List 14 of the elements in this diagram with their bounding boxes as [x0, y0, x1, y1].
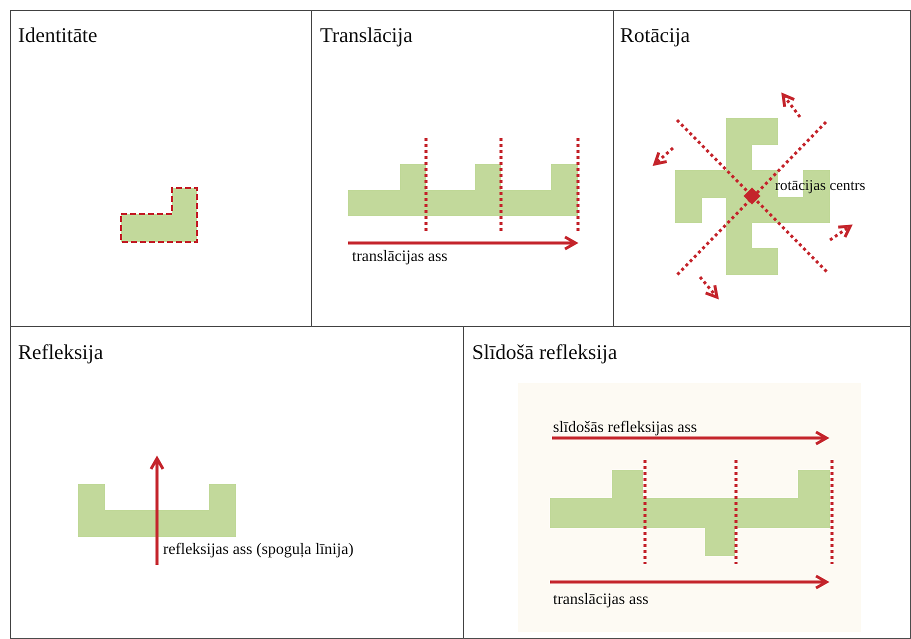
panel-heading: Slīdošā refleksija	[472, 341, 618, 364]
panel-heading: Identitāte	[18, 24, 98, 48]
axis-label: translācijas ass	[553, 591, 649, 609]
axis-label: translācijas ass	[352, 248, 448, 266]
table-cell	[463, 326, 911, 639]
table-cell	[10, 326, 464, 639]
table-cell	[613, 10, 911, 327]
axis-label: slīdošās refleksijas ass	[553, 419, 697, 437]
point-label: rotācijas centrs	[775, 178, 866, 194]
panel-heading: Rotācija	[620, 24, 690, 48]
axis-label: refleksijas ass (spoguļa līnija)	[163, 541, 354, 559]
panel-heading: Refleksija	[18, 341, 104, 364]
panel-heading: Translācija	[320, 24, 413, 48]
table-cell	[10, 10, 312, 327]
